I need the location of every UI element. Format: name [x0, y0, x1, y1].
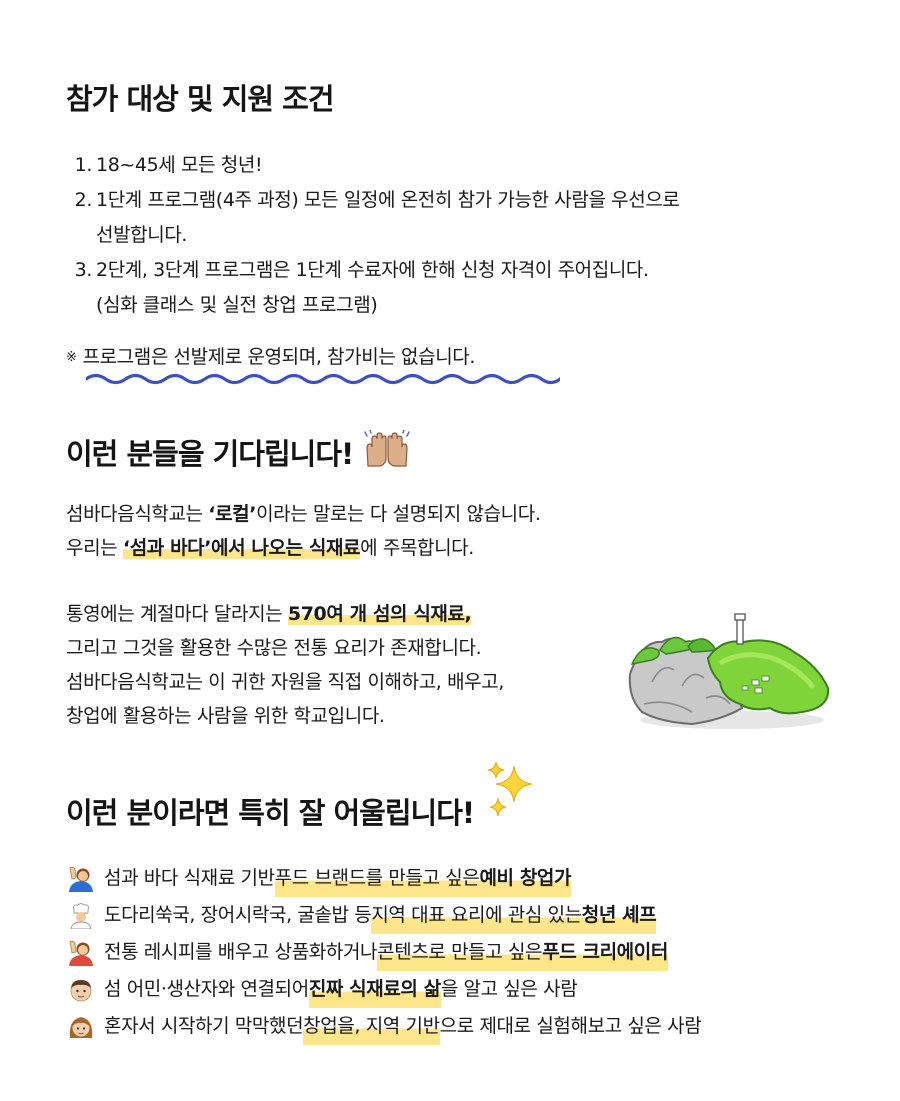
fee-note-text: 프로그램은 선발제로 운영되며, 참가비는 없습니다.: [82, 346, 476, 368]
tongyeong-paragraph: 통영에는 계절마다 달라지는 570여 개 섬의 식재료, 그리고 그것을 활용…: [66, 603, 504, 727]
list-item-continuation: 선발합니다.: [96, 224, 188, 246]
list-item: 섬과 바다 식재료 기반 푸드 브랜드를 만들고 싶은 예비 창업가: [66, 860, 701, 897]
list-item: 3.2단계, 3단계 프로그램은 1단계 수료자에 한해 신청 자격이 주어집니…: [74, 259, 649, 281]
eligibility-list: 1.18~45세 모든 청년! 2.1단계 프로그램(4주 과정) 모든 일정에…: [66, 148, 680, 323]
intro-paragraph: 섬바다음식학교는 ‘로컬’이라는 말로는 다 설명되지 않습니다. 우리는 ‘섬…: [66, 503, 541, 559]
wavy-underline: [86, 373, 560, 385]
list-item-continuation: (심화 클래스 및 실전 창업 프로그램): [96, 294, 378, 316]
list-item: 1.18~45세 모든 청년!: [74, 154, 263, 176]
island-illustration: [628, 613, 830, 729]
sparkles-icon: [487, 761, 533, 817]
person-raising-hand-icon: [69, 866, 93, 892]
highlight: 570여 개 섬의 식재료,: [287, 603, 472, 625]
chef-icon: [70, 902, 92, 929]
fit-list: 섬과 바다 식재료 기반 푸드 브랜드를 만들고 싶은 예비 창업가 도다리쑥국…: [66, 860, 702, 1045]
section-title-welcome: 이런 분들을 기다립니다!: [66, 430, 411, 473]
list-item: 도다리쑥국, 장어시락국, 굴솥밥 등 지역 대표 요리에 관심 있는 청년 셰…: [66, 897, 701, 934]
raising-hands-icon: [364, 430, 410, 467]
woman-face-icon: [69, 1016, 93, 1038]
highlight: ‘섬과 바다’에서 나오는 식재료: [122, 537, 361, 559]
man-face-icon: [70, 979, 92, 1001]
section-title-eligibility: 참가 대상 및 지원 조건: [66, 82, 335, 116]
reference-mark: ※: [66, 350, 77, 365]
person-raising-hand-icon: [69, 940, 93, 966]
section-title-fit: 이런 분이라면 특히 잘 어울립니다!: [66, 796, 475, 830]
fee-note: ※ 프로그램은 선발제로 운영되며, 참가비는 없습니다.: [66, 342, 475, 373]
list-item: 2.1단계 프로그램(4주 과정) 모든 일정에 온전히 참가 가능한 사람을 …: [74, 189, 680, 211]
list-item: 전통 레시피를 배우고 상품화하거나 콘텐츠로 만들고 싶은 푸드 크리에이터: [66, 934, 701, 971]
